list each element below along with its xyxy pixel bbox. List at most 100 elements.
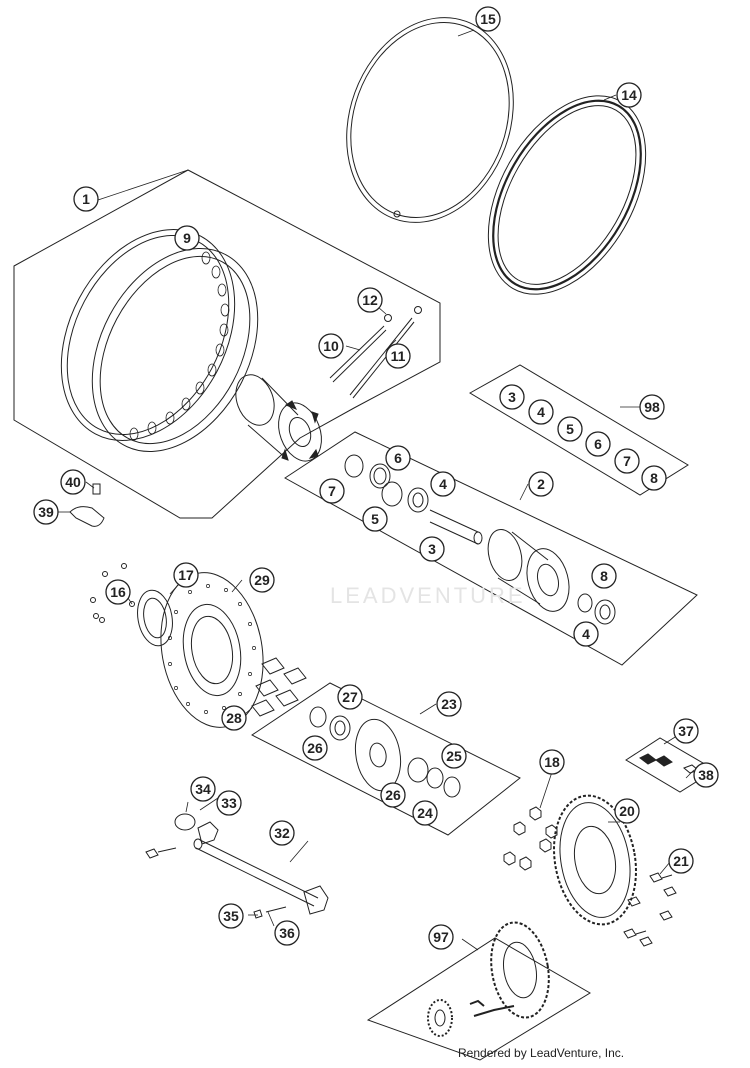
callout-4a: 4 — [528, 399, 554, 425]
svg-text:12: 12 — [362, 292, 378, 308]
callout-6a: 6 — [585, 431, 611, 457]
callout-16: 16 — [105, 579, 131, 605]
callout-17: 17 — [173, 562, 199, 588]
sprocket-nuts-illustration — [503, 806, 558, 871]
callout-3a: 3 — [499, 384, 525, 410]
callout-33: 33 — [216, 790, 242, 816]
svg-text:5: 5 — [371, 511, 379, 527]
svg-text:3: 3 — [508, 389, 516, 405]
svg-text:2: 2 — [537, 476, 545, 492]
callout-98: 98 — [639, 394, 665, 420]
svg-text:33: 33 — [221, 795, 237, 811]
svg-text:23: 23 — [441, 696, 457, 712]
svg-text:21: 21 — [673, 853, 689, 869]
callout-37: 37 — [673, 718, 699, 744]
svg-text:7: 7 — [623, 453, 631, 469]
svg-text:10: 10 — [323, 338, 339, 354]
callout-8b: 8 — [591, 563, 617, 589]
svg-text:97: 97 — [433, 929, 449, 945]
svg-text:37: 37 — [678, 723, 694, 739]
leader-lines — [58, 29, 695, 951]
callout-15: 15 — [475, 6, 501, 32]
callout-26a: 26 — [302, 735, 328, 761]
svg-text:24: 24 — [417, 805, 433, 821]
callout-7a: 7 — [614, 448, 640, 474]
svg-text:17: 17 — [178, 567, 194, 583]
sprocket-carrier-illustration — [137, 589, 173, 647]
chain-kit-illustration — [427, 921, 550, 1037]
rim-tape-illustration — [346, 17, 514, 223]
callout-9: 9 — [174, 225, 200, 251]
valve-illustration — [69, 483, 105, 527]
svg-text:5: 5 — [566, 421, 574, 437]
axle-illustration — [145, 813, 329, 919]
callout-27: 27 — [337, 684, 363, 710]
hub-assembly-illustration — [344, 454, 616, 625]
cush-dampers-illustration — [251, 657, 307, 717]
spokes-illustration — [329, 306, 422, 399]
svg-text:98: 98 — [644, 399, 660, 415]
svg-text:18: 18 — [544, 754, 560, 770]
callout-97: 97 — [428, 924, 454, 950]
callout-38: 38 — [693, 762, 719, 788]
callout-4b: 4 — [430, 471, 456, 497]
svg-text:6: 6 — [594, 436, 602, 452]
callout-14: 14 — [616, 82, 642, 108]
callout-39: 39 — [33, 499, 59, 525]
svg-text:4: 4 — [582, 626, 590, 642]
svg-text:3: 3 — [428, 541, 436, 557]
svg-text:25: 25 — [446, 748, 462, 764]
callout-10: 10 — [318, 333, 344, 359]
svg-text:7: 7 — [328, 483, 336, 499]
rim-illustration — [60, 229, 259, 452]
wheel-hub-illustration — [235, 374, 322, 462]
rim-band-illustration — [487, 95, 647, 295]
group-outline-hub-assembly — [284, 431, 698, 666]
callout-5b: 5 — [362, 506, 388, 532]
group-outline-chain-kit — [366, 937, 591, 1061]
svg-text:26: 26 — [307, 740, 323, 756]
callout-20: 20 — [614, 798, 640, 824]
callout-36: 36 — [274, 920, 300, 946]
watermark-logo: LEADVENTURE — [330, 583, 526, 608]
svg-text:36: 36 — [279, 925, 295, 941]
callout-8a: 8 — [641, 465, 667, 491]
svg-text:34: 34 — [195, 781, 211, 797]
svg-text:4: 4 — [537, 404, 545, 420]
callout-40: 40 — [60, 469, 86, 495]
rear-sprocket-illustration — [553, 794, 637, 926]
svg-text:35: 35 — [223, 908, 239, 924]
callout-3b: 3 — [419, 536, 445, 562]
svg-text:8: 8 — [600, 568, 608, 584]
callout-6b: 6 — [385, 445, 411, 471]
callout-23: 23 — [436, 691, 462, 717]
callout-5a: 5 — [557, 416, 583, 442]
svg-text:4: 4 — [439, 476, 447, 492]
bolts-illustration — [90, 563, 135, 623]
callout-25: 25 — [441, 743, 467, 769]
svg-text:29: 29 — [254, 572, 270, 588]
svg-text:20: 20 — [619, 803, 635, 819]
callout-21: 21 — [668, 848, 694, 874]
svg-text:9: 9 — [183, 230, 191, 246]
callout-28: 28 — [221, 705, 247, 731]
callout-12: 12 — [357, 287, 383, 313]
svg-text:6: 6 — [394, 450, 402, 466]
svg-text:38: 38 — [698, 767, 714, 783]
sprocket-bolts-illustration — [623, 872, 677, 947]
callout-4c: 4 — [573, 621, 599, 647]
callout-18: 18 — [539, 749, 565, 775]
svg-text:16: 16 — [110, 584, 126, 600]
callout-26b: 26 — [380, 782, 406, 808]
callout-1: 1 — [73, 186, 99, 212]
render-credit: Rendered by LeadVenture, Inc. — [458, 1046, 625, 1060]
group-outline-rear-wheel — [13, 169, 441, 519]
callout-32: 32 — [269, 820, 295, 846]
svg-text:26: 26 — [385, 787, 401, 803]
callout-7b: 7 — [319, 478, 345, 504]
group-outline-bearing-kit — [469, 364, 689, 496]
svg-text:14: 14 — [621, 87, 637, 103]
svg-text:39: 39 — [38, 504, 54, 520]
callout-34: 34 — [190, 776, 216, 802]
